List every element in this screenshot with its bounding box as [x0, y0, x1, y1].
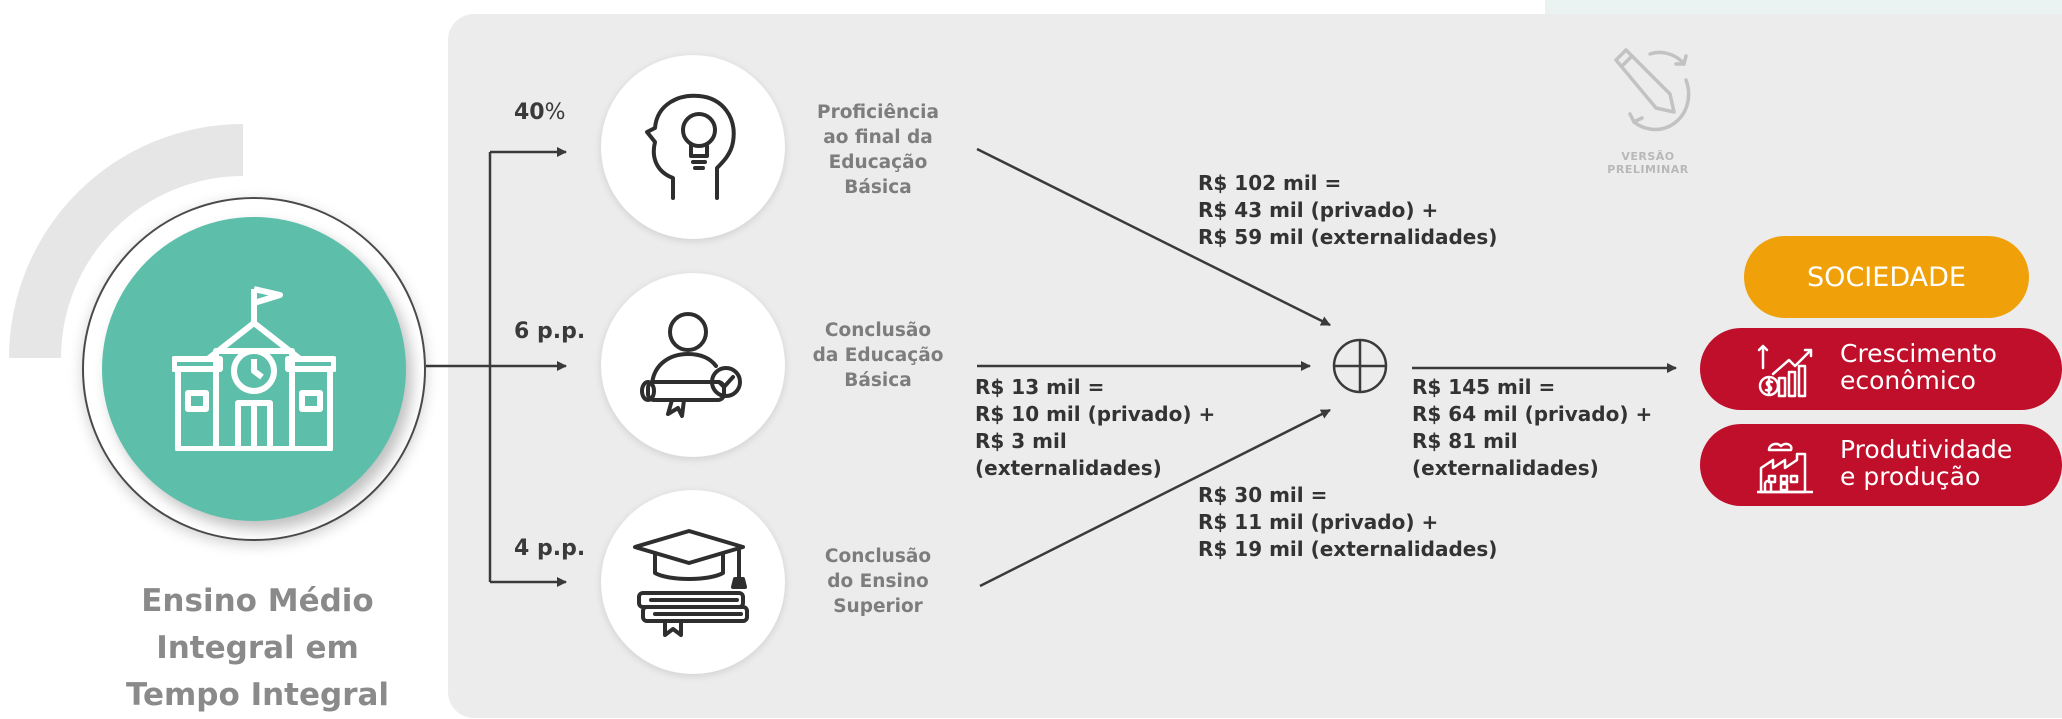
school-node: [102, 217, 406, 521]
branch-value: 6 p.p.: [514, 319, 586, 344]
item-line: Crescimento: [1840, 339, 1997, 368]
society-item-text: Produtividade e produção: [1840, 436, 2012, 490]
society-item-crescimento: Crescimento econômico: [1700, 328, 2062, 410]
label-line: Básica: [844, 177, 912, 198]
school-building-icon: [172, 286, 336, 451]
society-badge: SOCIEDADE: [1744, 236, 2029, 318]
label-line: da Educação: [812, 345, 944, 366]
factory-icon: [1757, 442, 1813, 494]
value-total: R$ 145 mil = R$ 64 mil (privado) + R$ 81…: [1412, 375, 1653, 480]
top-band: [1545, 0, 2062, 14]
school-title: Ensino Médio Integral em Tempo Integral: [70, 578, 445, 719]
label-line: Educação: [828, 152, 928, 173]
watermark-line: PRELIMINAR: [1607, 163, 1689, 176]
watermark-line: VERSÃO: [1621, 150, 1675, 163]
branch-label-proficiencia: Proficiência ao final da Educação Básica: [798, 100, 958, 200]
branch-label-educacao-basica: Conclusão da Educação Básica: [798, 318, 958, 393]
item-line: econômico: [1840, 366, 1976, 395]
branch-value: 40%: [514, 100, 566, 125]
label-line: Básica: [844, 370, 912, 391]
society-item-produtividade: Produtividade e produção: [1700, 424, 2062, 506]
watermark-label: VERSÃO PRELIMINAR: [1598, 150, 1698, 176]
branch-node-educacao-basica: [601, 273, 785, 457]
item-line: Produtividade: [1840, 435, 2013, 464]
label-line: Superior: [833, 596, 923, 617]
item-line: e produção: [1840, 462, 1981, 491]
circled-plus-icon: [1332, 338, 1388, 394]
person-diploma-icon: [640, 312, 742, 418]
pencil-refresh-icon: [1614, 48, 1691, 132]
branch-node-proficiencia: [601, 55, 785, 239]
school-title-line: Ensino Médio: [141, 583, 374, 619]
society-item-text: Crescimento econômico: [1840, 340, 1997, 394]
graduation-cap-books-icon: [633, 529, 749, 637]
head-lightbulb-icon: [645, 93, 736, 200]
growth-chart-money-icon: [1757, 344, 1813, 398]
label-line: Conclusão: [824, 320, 932, 341]
label-line: Proficiência: [817, 102, 939, 123]
school-title-line: Tempo Integral: [125, 677, 390, 713]
label-line: Conclusão: [824, 546, 932, 567]
branch-value: 4 p.p.: [514, 536, 586, 561]
branch-node-ensino-superior: [601, 490, 785, 674]
school-title-line: Integral em: [156, 630, 359, 666]
label-line: do Ensino: [827, 571, 929, 592]
branch-label-ensino-superior: Conclusão do Ensino Superior: [798, 544, 958, 619]
value-proficiencia: R$ 102 mil = R$ 43 mil (privado) + R$ 59…: [1198, 171, 1498, 249]
value-educacao-basica: R$ 13 mil = R$ 10 mil (privado) + R$ 3 m…: [975, 375, 1216, 480]
value-ensino-superior: R$ 30 mil = R$ 11 mil (privado) + R$ 19 …: [1198, 483, 1498, 561]
label-line: ao final da: [823, 127, 933, 148]
